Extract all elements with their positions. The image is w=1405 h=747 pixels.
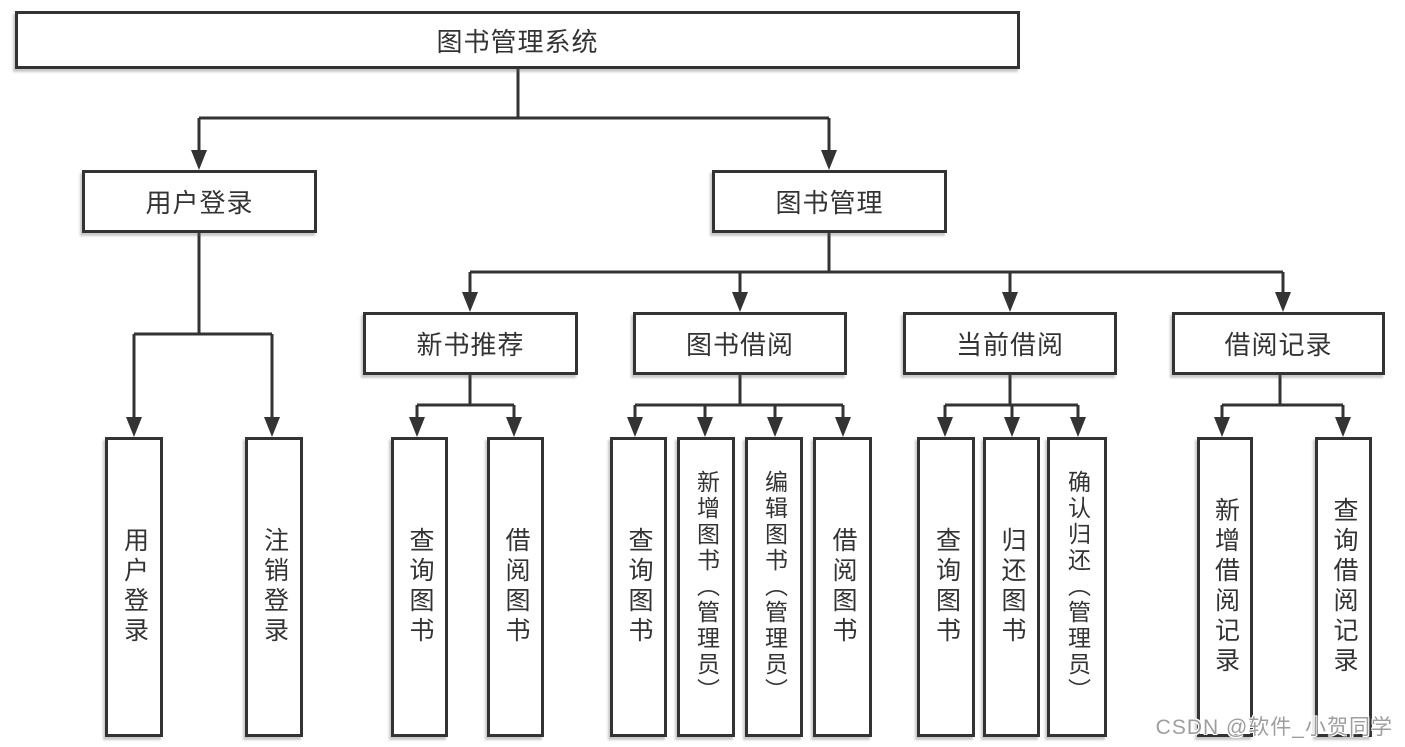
leaf-borrow-add-books: 新增图书（管理员）	[677, 437, 735, 737]
leaf-borrow-query-books: 查询图书	[610, 437, 667, 737]
leaf-current-confirm-return: 确认归还（管理员）	[1047, 437, 1107, 737]
node-root: 图书管理系统	[15, 11, 1020, 69]
leaf-current-query-books: 查询图书	[917, 437, 975, 737]
leaf-recommend-query-books: 查询图书	[391, 437, 448, 737]
leaf-borrow-borrow-books: 借阅图书	[813, 437, 872, 737]
leaf-records-query-record: 查询借阅记录	[1315, 437, 1372, 737]
leaf-current-return-books: 归还图书	[983, 437, 1040, 737]
leaf-borrow-edit-books: 编辑图书（管理员）	[745, 437, 803, 737]
leaf-user-login: 用户登录	[105, 437, 163, 737]
node-current-borrow: 当前借阅	[903, 312, 1117, 375]
leaf-records-add-record: 新增借阅记录	[1197, 437, 1253, 737]
csdn-watermark: CSDN @软件_小贺同学	[1155, 716, 1393, 739]
node-new-book-recommend: 新书推荐	[363, 312, 578, 375]
leaf-logout: 注销登录	[245, 437, 303, 737]
node-borrow-records: 借阅记录	[1172, 312, 1385, 375]
node-book-management: 图书管理	[712, 170, 947, 233]
leaf-recommend-borrow-books: 借阅图书	[487, 437, 544, 737]
node-book-borrow: 图书借阅	[633, 312, 847, 375]
node-user-login: 用户登录	[82, 170, 317, 233]
